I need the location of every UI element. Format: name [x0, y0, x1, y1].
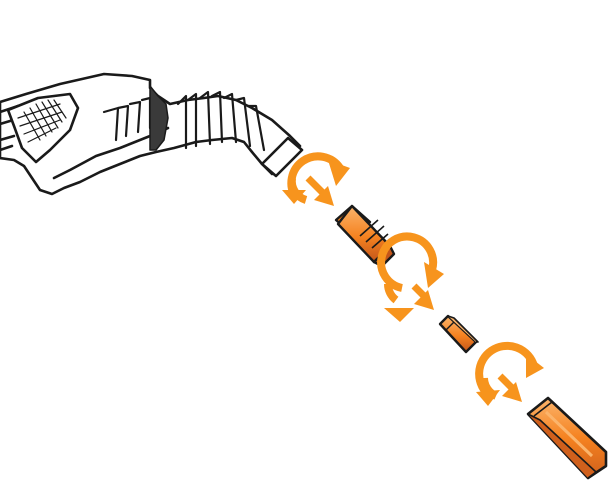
down-arrow-icon [308, 178, 334, 206]
contact-tip [440, 316, 478, 352]
down-arrow-icon [414, 286, 434, 310]
down-arrow-icon [500, 376, 522, 402]
welding-torch [0, 74, 302, 194]
nozzle [528, 398, 606, 478]
rotate-arrow-icon [282, 156, 350, 204]
